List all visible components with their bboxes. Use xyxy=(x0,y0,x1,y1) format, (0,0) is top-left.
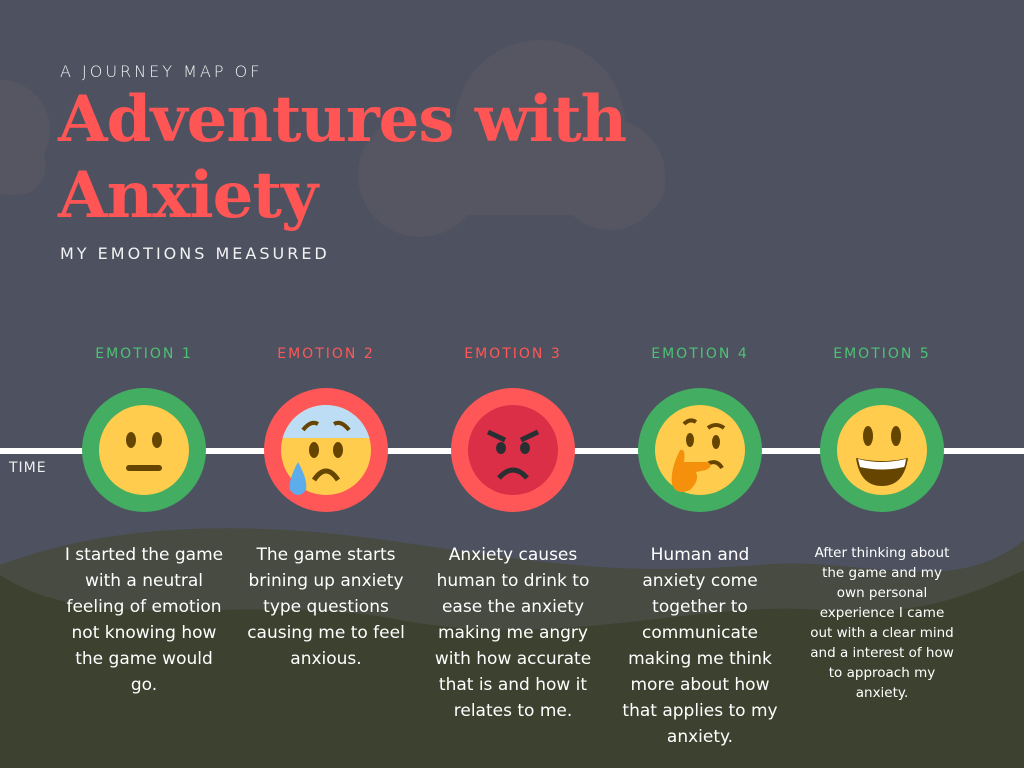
emotion-description: The game starts brining up anxiety type … xyxy=(247,545,405,669)
grinning-face-icon xyxy=(837,405,927,495)
emotion-label: EMOTION 5 xyxy=(833,346,931,362)
emotion-circle xyxy=(82,388,206,512)
emotion-description: I started the game with a neutral feelin… xyxy=(64,545,224,695)
time-axis-label: TIME xyxy=(9,460,47,476)
title-line-1: Adventures with xyxy=(58,82,627,157)
emotion-description: Anxiety causes human to drink to ease th… xyxy=(434,545,592,721)
title-line-2: Anxiety xyxy=(58,158,318,233)
emotion-label: EMOTION 1 xyxy=(95,346,193,362)
cloud-icon xyxy=(0,80,50,195)
emotion-circle xyxy=(451,388,575,512)
emotion-circle xyxy=(638,388,762,512)
emotion-label: EMOTION 2 xyxy=(277,346,375,362)
subtitle: MY EMOTIONS MEASURED xyxy=(60,244,330,263)
emotion-label: EMOTION 3 xyxy=(464,346,562,362)
cloud-icon xyxy=(358,40,665,237)
hill-front xyxy=(0,570,1024,768)
anxious-face-icon xyxy=(281,405,371,495)
emotion-circle xyxy=(264,388,388,512)
kicker-text: A JOURNEY MAP OF xyxy=(60,62,263,81)
neutral-face-icon xyxy=(99,405,189,495)
thinking-face-icon xyxy=(655,405,745,495)
emotion-label: EMOTION 4 xyxy=(651,346,749,362)
angry-face-icon xyxy=(468,405,558,495)
emotion-description: After thinking about the game and my own… xyxy=(810,545,954,701)
emotion-circle xyxy=(820,388,944,512)
emotion-description: Human and anxiety come together to commu… xyxy=(622,545,778,747)
